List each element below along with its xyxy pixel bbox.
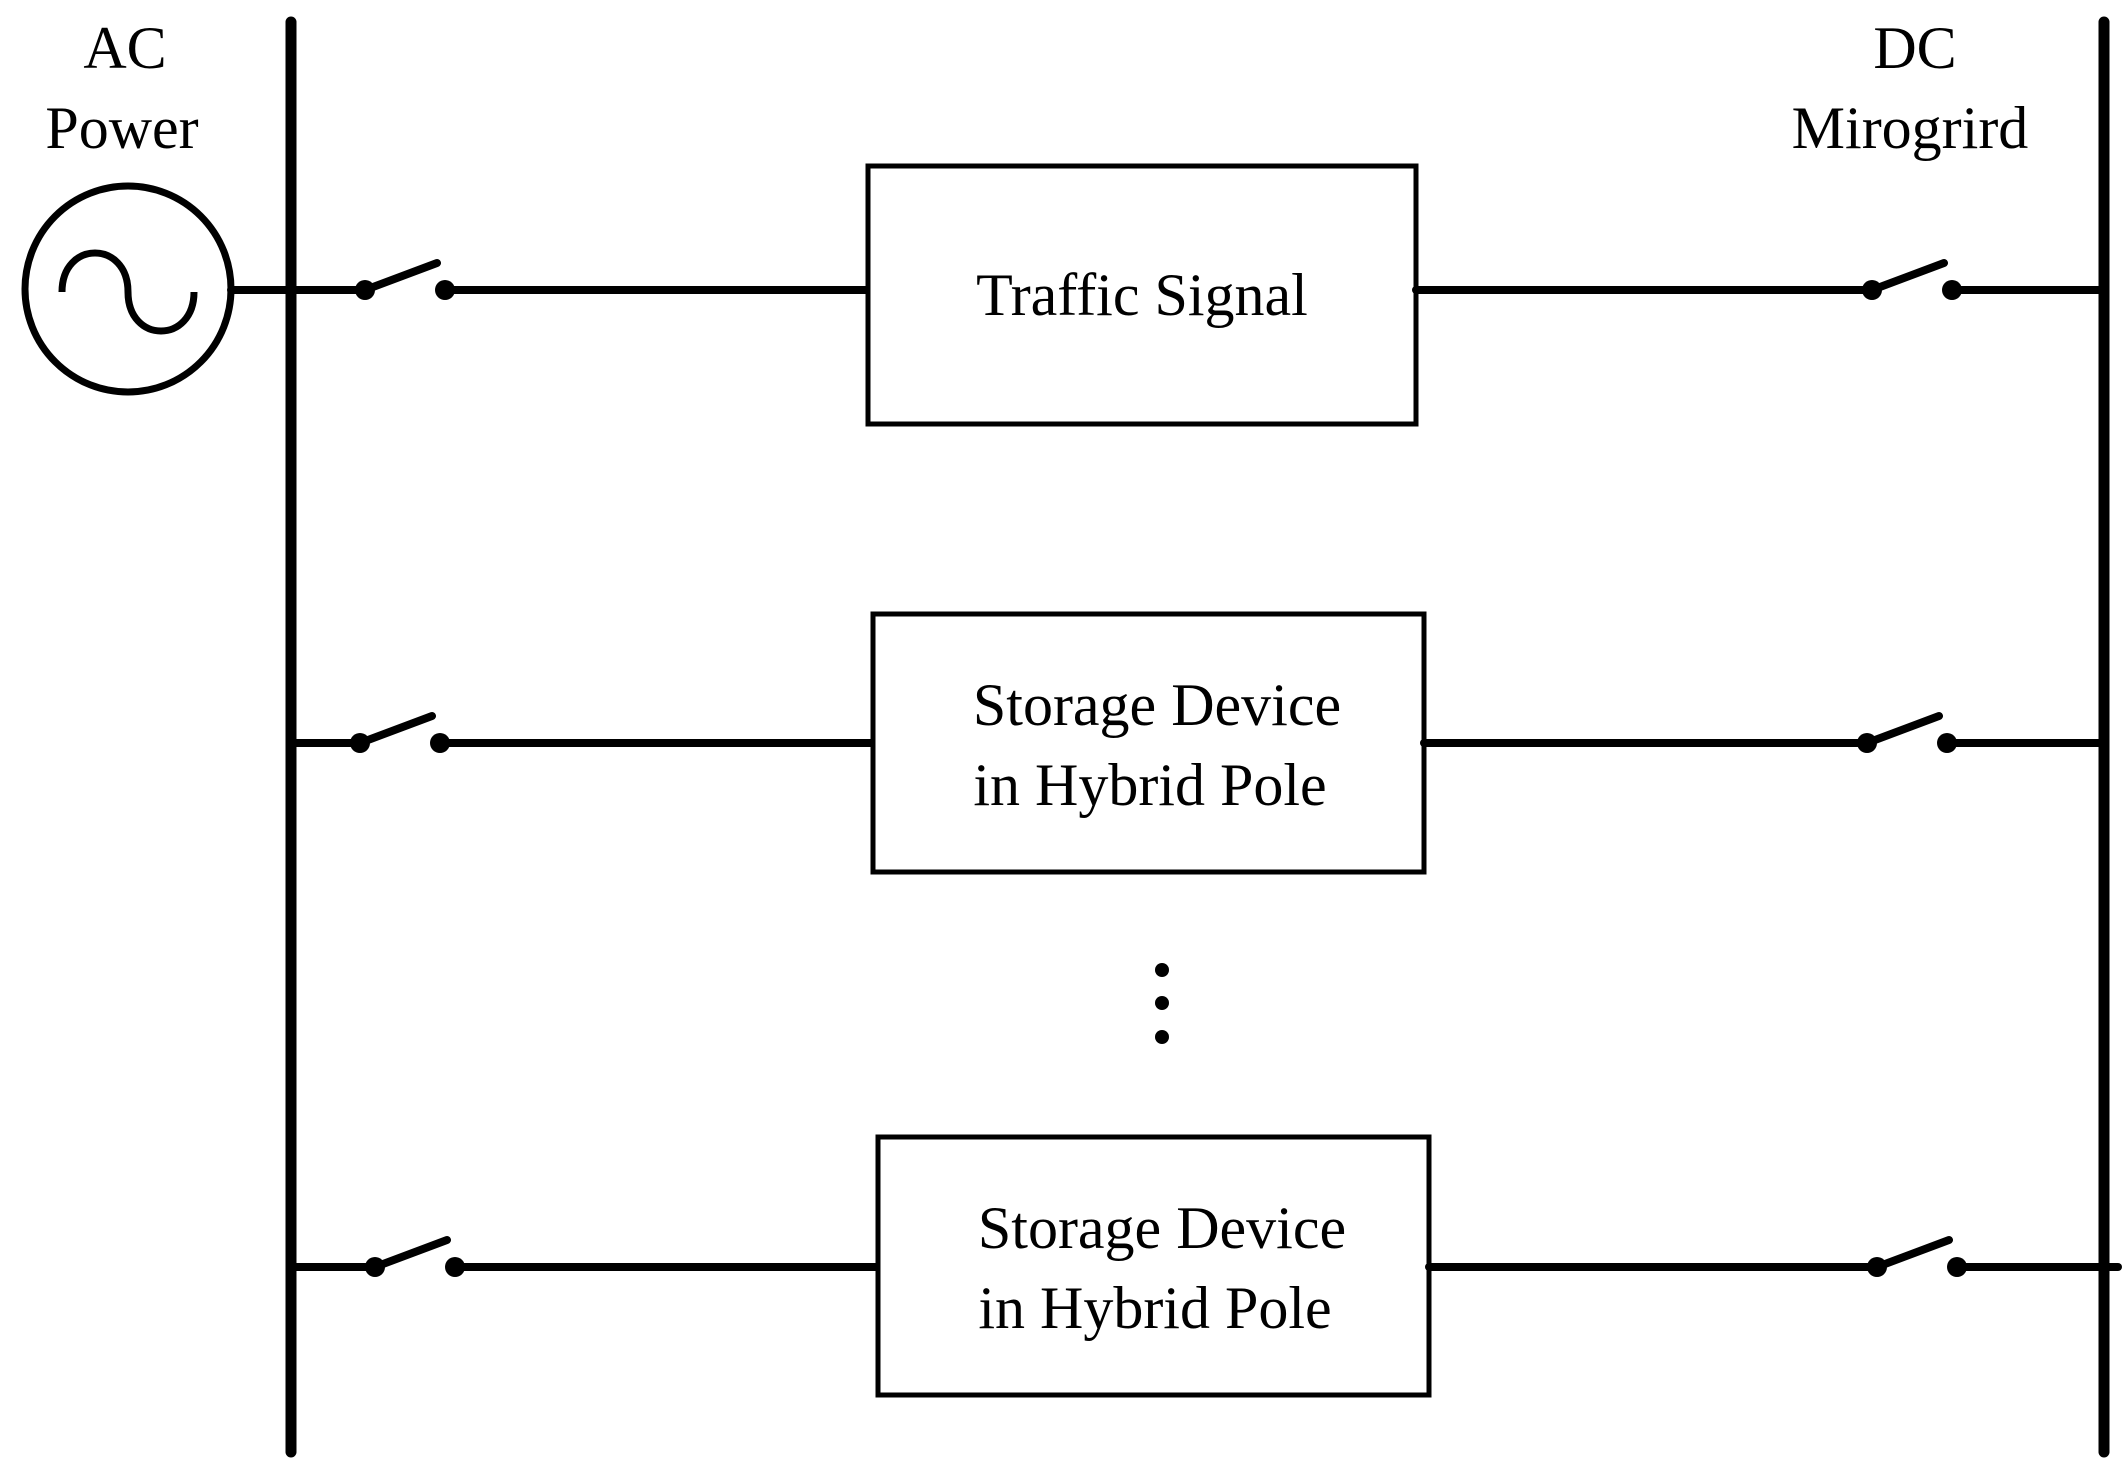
branch-storage-device-2: Storage Device in Hybrid Pole	[287, 1134, 2122, 1398]
box-label-line1: Storage Device	[978, 1195, 1346, 1261]
box-label: Traffic Signal	[976, 262, 1308, 328]
ac-source-icon	[21, 182, 235, 396]
box-label-line1: Storage Device	[973, 672, 1341, 738]
ac-power-label-line1: AC	[83, 15, 166, 81]
continuation-ellipsis	[1155, 963, 1169, 1044]
switch-icon	[350, 712, 450, 753]
branch-traffic-signal: Traffic Signal	[287, 163, 2108, 427]
box-label-line2: in Hybrid Pole	[978, 1275, 1331, 1341]
storage-device-box	[870, 611, 1427, 875]
traffic-signal-box	[865, 163, 1419, 427]
switch-icon	[365, 1236, 465, 1277]
switch-icon	[1862, 259, 1962, 300]
storage-device-box	[875, 1134, 1432, 1398]
box-label-line2: in Hybrid Pole	[973, 752, 1326, 818]
switch-icon	[1867, 1236, 1967, 1277]
switch-icon	[355, 259, 455, 300]
dc-microgrid-label-line1: DC	[1873, 15, 1956, 81]
ac-power-label-line2: Power	[45, 95, 198, 161]
dc-microgrid-label-line2: Mirogrird	[1792, 95, 2029, 161]
switch-icon	[1857, 712, 1957, 753]
branch-storage-device-1: Storage Device in Hybrid Pole	[287, 611, 2108, 875]
